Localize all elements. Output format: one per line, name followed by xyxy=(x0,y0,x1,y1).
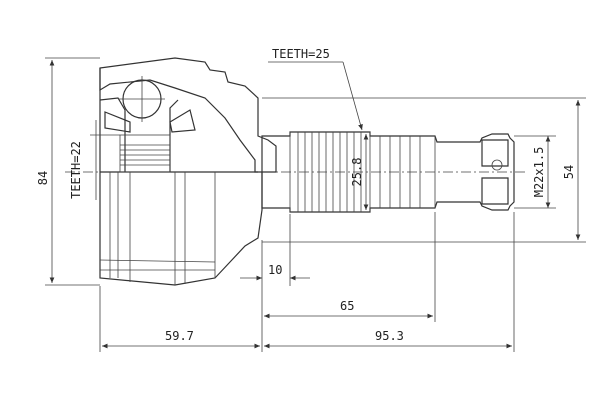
dim-65: 65 xyxy=(261,212,436,322)
label-teeth-25: TEETH=25 xyxy=(272,47,330,61)
label-95-3: 95.3 xyxy=(375,329,404,343)
dim-95-3: 95.3 xyxy=(264,212,515,352)
dim-teeth-25: TEETH=25 xyxy=(268,47,363,131)
label-59-7: 59.7 xyxy=(165,329,194,343)
label-54: 54 xyxy=(562,165,576,179)
dim-54: 54 xyxy=(262,97,586,243)
joint-housing xyxy=(99,57,277,286)
stub-shaft xyxy=(261,131,515,213)
label-84: 84 xyxy=(36,171,50,185)
label-25-8: 25.8 xyxy=(350,158,364,187)
label-thread: M22x1.5 xyxy=(532,147,546,198)
dim-teeth-22: TEETH=22 xyxy=(69,120,120,200)
label-65: 65 xyxy=(340,299,354,313)
label-teeth-22: TEETH=22 xyxy=(69,141,83,199)
dim-59-7: 59.7 xyxy=(99,286,263,352)
dim-84: 84 xyxy=(36,57,100,286)
dim-thread: M22x1.5 xyxy=(514,135,556,209)
label-10: 10 xyxy=(268,263,282,277)
dim-10: 10 xyxy=(240,214,310,286)
dim-25-8: 25.8 xyxy=(350,134,369,210)
